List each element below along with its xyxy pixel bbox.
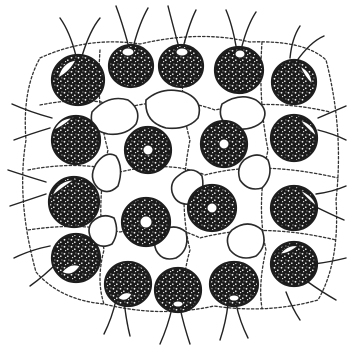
cell [159,45,203,87]
flagellum [14,128,50,140]
flagellum [184,10,196,44]
flagellum [116,6,128,44]
flagellum [318,130,346,140]
vacuoles [89,90,270,259]
cell [125,127,171,173]
flagellum [220,304,228,340]
cell [271,242,317,286]
flagellum [10,194,46,206]
cell [122,198,170,246]
vacuole [92,154,120,191]
flagellum [290,26,300,58]
cell [271,186,317,230]
flagellum [8,170,46,182]
cell [155,268,201,312]
flagellum [296,36,324,62]
cell [105,262,151,306]
flagellum [12,104,52,118]
flagellum [314,206,344,220]
cell [210,262,258,306]
flagellum [308,282,336,300]
flagellum [318,106,346,118]
flagellum [226,10,236,46]
vacuole [227,224,264,258]
vacuole [146,90,200,128]
cell [215,47,263,93]
flagellum [134,8,148,44]
flagellum [314,258,346,264]
cell [49,177,99,227]
cell [52,234,100,282]
flagellum [180,308,190,344]
cell [109,45,153,87]
cell [272,60,316,104]
flagellum [60,18,76,56]
flagellum [242,12,256,46]
cell [201,121,247,167]
flagellum [82,18,100,56]
flagellum [316,186,346,194]
cell [271,115,317,161]
cell [52,55,104,105]
cell [188,185,236,231]
vacuole [239,155,270,189]
cell [52,116,100,164]
flagellum [160,308,172,344]
